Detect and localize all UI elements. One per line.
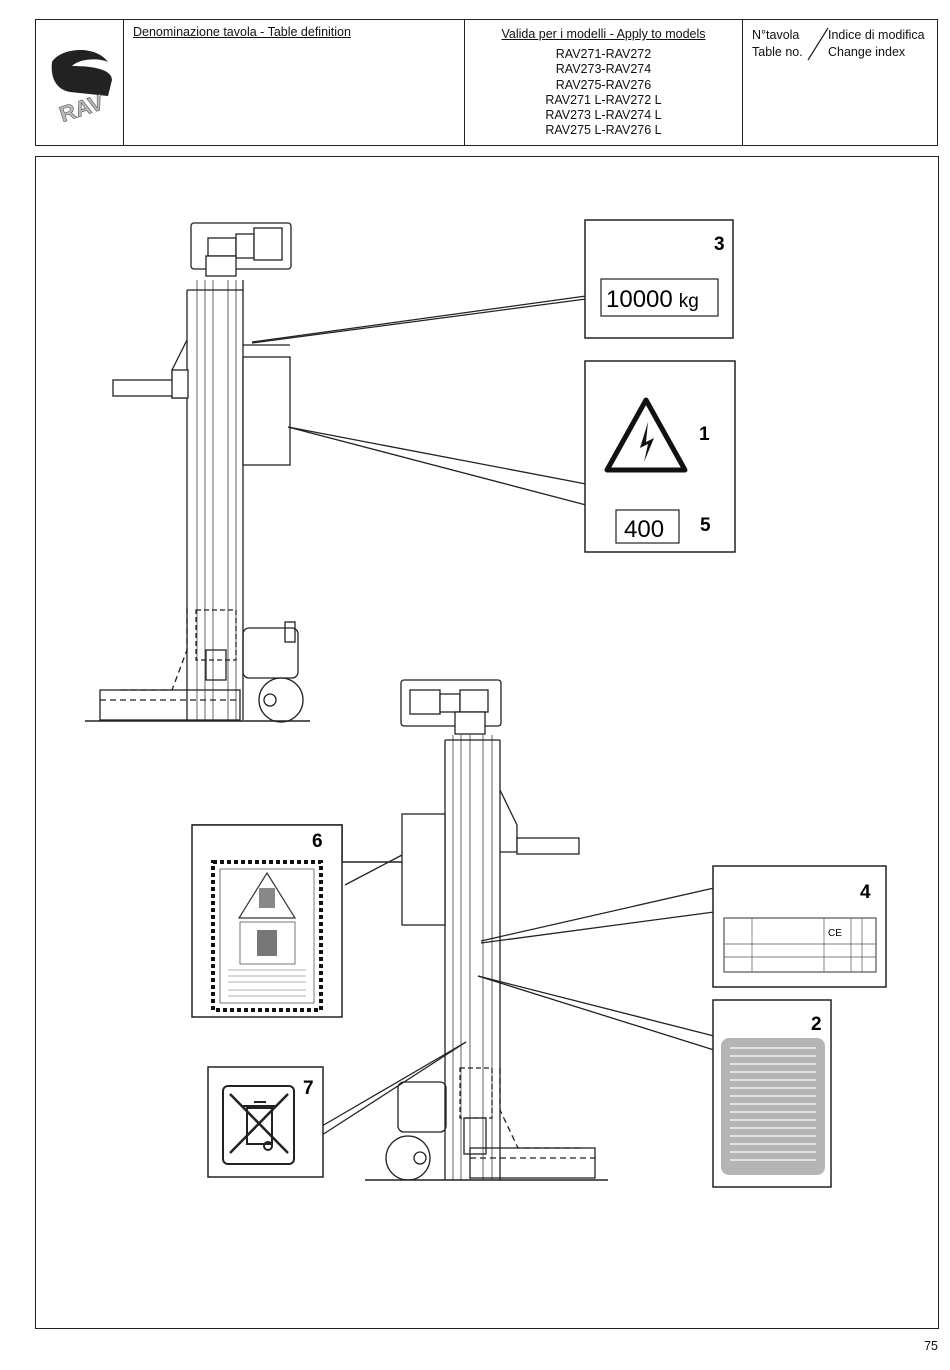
logo-text: RAV [56,89,107,127]
change-index-en: Change index [828,44,925,61]
model-item: RAV275 L-RAV276 L [465,123,742,138]
model-item: RAV273 L-RAV274 L [465,108,742,123]
table-number-label: N°tavola Table no. [752,27,803,61]
model-item: RAV273-RAV274 [465,62,742,77]
page-number: 75 [924,1339,938,1353]
drawing-frame [35,156,939,1329]
apply-to-models-label: Valida per i modelli - Apply to models [465,27,742,41]
model-item: RAV275-RAV276 [465,78,742,93]
table-definition-label: Denominazione tavola - Table definition [133,25,351,39]
rav-logo: RAV [52,50,112,127]
model-item: RAV271 L-RAV272 L [465,93,742,108]
model-item: RAV271-RAV272 [465,47,742,62]
table-no-it: N°tavola [752,27,803,44]
table-no-en: Table no. [752,44,803,61]
change-index-label: Indice di modifica Change index [828,27,925,61]
change-index-it: Indice di modifica [828,27,925,44]
models-list: RAV271-RAV272 RAV273-RAV274 RAV275-RAV27… [465,47,742,139]
